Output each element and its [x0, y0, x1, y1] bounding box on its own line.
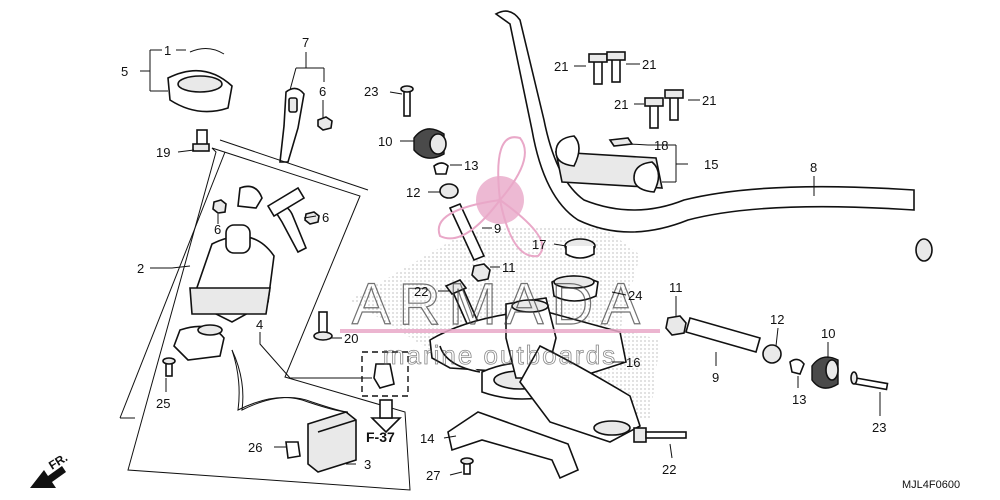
callout-6: 6 [322, 210, 329, 225]
rubber-part [439, 183, 459, 199]
callout-14: 14 [420, 431, 434, 446]
callout-19: 19 [156, 145, 170, 160]
ref-box [361, 351, 409, 434]
callout-1: 1 [164, 43, 171, 58]
bolt-part [192, 129, 210, 152]
bolt-part [644, 97, 664, 129]
callouts: 1 5 7 6 6 6 19 2 4 25 26 3 23 10 13 12 9… [46, 35, 960, 491]
callout-3: 3 [364, 457, 371, 472]
handlebar-part [494, 10, 933, 262]
plate-part [608, 137, 634, 147]
callout-11: 11 [502, 260, 516, 275]
callout-27: 27 [426, 468, 440, 483]
callout-12: 12 [406, 185, 420, 200]
handlebar-weight-part [811, 356, 839, 389]
screw-part [400, 85, 414, 117]
callout-21: 21 [702, 93, 716, 108]
bolt-part [633, 427, 687, 443]
steering-stem-nut-part [551, 275, 599, 302]
callout-10: 10 [378, 134, 392, 149]
watermark-tagline: marine outboards [383, 340, 617, 370]
handlebar-upper-holder-part [555, 135, 663, 193]
callout-9: 9 [494, 221, 501, 236]
rubber-part [762, 344, 782, 364]
bolt-part [606, 51, 626, 83]
bolt-part [588, 53, 608, 85]
callout-23: 23 [364, 84, 378, 99]
screw-part [850, 371, 889, 391]
callout-20: 20 [344, 331, 358, 346]
assembly-frame [127, 147, 411, 491]
callout-6: 6 [214, 222, 221, 237]
callout-12: 12 [770, 312, 784, 327]
nut-part [665, 315, 687, 336]
cap-part [564, 238, 596, 259]
screw-part [313, 311, 333, 341]
callout-25: 25 [156, 396, 170, 411]
key-part [279, 87, 305, 163]
nut-part [317, 116, 333, 131]
wire-harness-part [173, 324, 349, 413]
callout-21: 21 [554, 59, 568, 74]
callout-2: 2 [137, 261, 144, 276]
circlip-part [189, 48, 225, 55]
callout-13: 13 [464, 158, 478, 173]
screw-part [162, 357, 176, 377]
callout-8: 8 [810, 160, 817, 175]
callout-9: 9 [712, 370, 719, 385]
ignition-switch-part [189, 185, 308, 323]
callout-16: 16 [626, 355, 640, 370]
leader-lines [140, 49, 881, 476]
callout-21: 21 [614, 97, 628, 112]
callout-7: 7 [302, 35, 309, 50]
handlebar-weight-part [413, 128, 447, 159]
callout-11: 11 [669, 280, 683, 295]
callout-26: 26 [248, 440, 262, 455]
clip-part [285, 441, 301, 459]
weight-shaft-part [685, 317, 761, 353]
callout-23: 23 [872, 420, 886, 435]
nut-part [304, 211, 320, 225]
connector-part [307, 411, 357, 473]
reference-page-label: F-37 [366, 429, 395, 445]
watermark: ARMADA marine outboards [340, 136, 660, 370]
key-cylinder-cover-part [167, 69, 233, 113]
bottom-bridge-part [429, 297, 641, 443]
clip-part [433, 162, 449, 175]
screw-part [460, 457, 474, 475]
callout-22: 22 [414, 284, 428, 299]
callout-6: 6 [319, 84, 326, 99]
callout-13: 13 [792, 392, 806, 407]
bracket-part [447, 411, 580, 480]
diagram-code: MJL4F0600 [902, 479, 960, 491]
callout-5: 5 [121, 64, 128, 79]
callout-21: 21 [642, 57, 656, 72]
bolt-part [664, 89, 684, 121]
front-direction-label: FR. [46, 450, 70, 472]
nut-part [471, 263, 491, 282]
callout-15: 15 [704, 157, 718, 172]
callout-4: 4 [256, 317, 263, 332]
front-direction-arrow [30, 466, 66, 488]
callout-10: 10 [821, 326, 835, 341]
nut-part [212, 199, 227, 214]
callout-24: 24 [628, 288, 642, 303]
watermark-brand: ARMADA [352, 272, 648, 337]
callout-18: 18 [654, 138, 668, 153]
callout-17: 17 [532, 237, 546, 252]
clip-part [789, 358, 805, 375]
callout-22: 22 [662, 462, 676, 477]
